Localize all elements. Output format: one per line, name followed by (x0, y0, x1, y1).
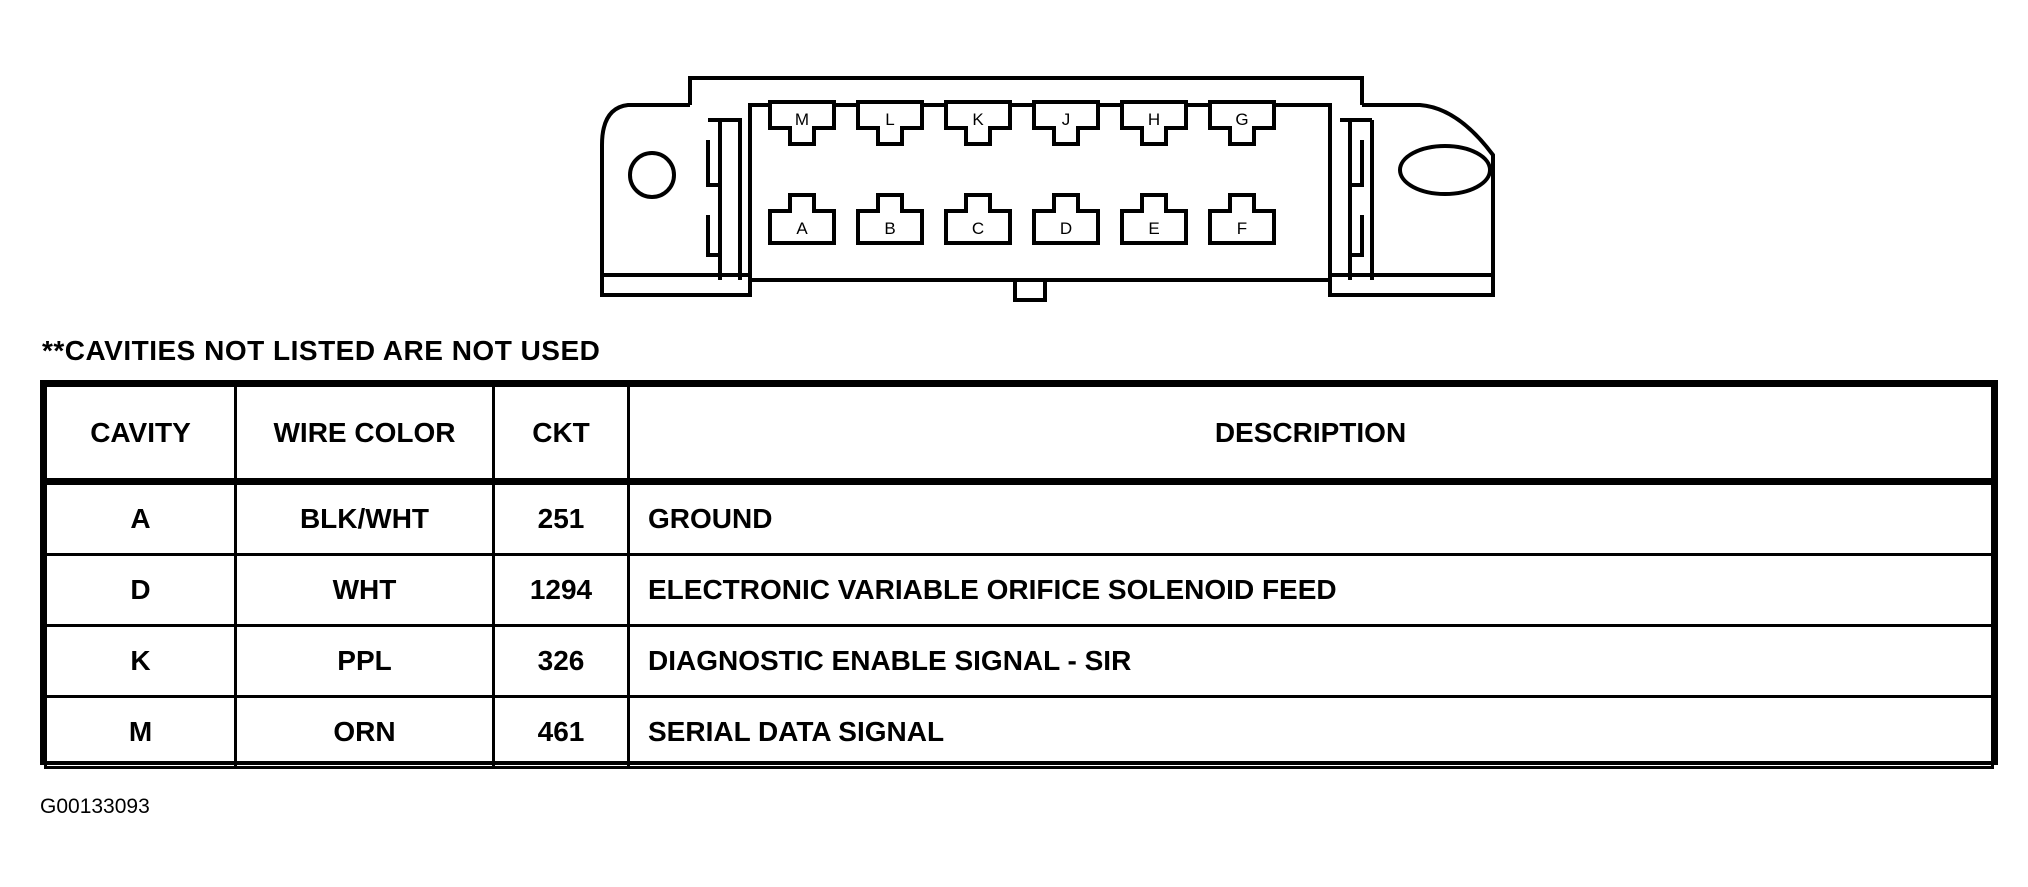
cell-cavity: D (44, 553, 237, 627)
pin-label: F (1237, 219, 1247, 238)
cell-cavity: M (44, 695, 237, 769)
cell-ckt: 326 (492, 624, 630, 698)
cavity-table-frame: CAVITY WIRE COLOR CKT DESCRIPTION A BLK/… (40, 380, 1998, 769)
pin-cavity (1208, 100, 1276, 146)
pin-label: M (795, 110, 809, 129)
pin-label: G (1235, 110, 1248, 129)
unused-cavities-note: **CAVITIES NOT LISTED ARE NOT USED (42, 335, 601, 366)
pin-cavity (1120, 193, 1188, 245)
connector-top-tab (688, 76, 1364, 105)
pin-cavity (1208, 193, 1276, 245)
cavity-table: CAVITY WIRE COLOR CKT DESCRIPTION A BLK/… (44, 384, 1994, 769)
pin-label: D (1060, 219, 1072, 238)
pin-cavity (944, 193, 1012, 245)
header-description: DESCRIPTION (627, 384, 1994, 485)
cell-description: GROUND (627, 480, 1994, 556)
cell-wire-color: ORN (234, 695, 495, 769)
header-wire-color: WIRE COLOR (234, 384, 495, 485)
right-mount-slot (1398, 144, 1492, 196)
cell-wire-color: WHT (234, 553, 495, 627)
cell-description: SERIAL DATA SIGNAL (627, 695, 1994, 769)
pin-label: B (884, 219, 895, 238)
header-cavity: CAVITY (44, 384, 237, 485)
cell-ckt: 1294 (492, 553, 630, 627)
table-row: K PPL 326 DIAGNOSTIC ENABLE SIGNAL - SIR (44, 624, 1994, 698)
pin-label: L (885, 110, 894, 129)
left-mount-hole (628, 151, 676, 199)
connector-face-diagram: M L K J H G A B C D E F (600, 76, 1495, 302)
right-side-rail (1340, 118, 1374, 280)
cell-wire-color: BLK/WHT (234, 480, 495, 556)
connector-housing-outline (600, 103, 1495, 297)
pin-label: E (1148, 219, 1159, 238)
connector-key (1013, 280, 1047, 302)
cell-ckt: 251 (492, 480, 630, 556)
pin-cavity (1032, 100, 1100, 146)
pin-label: H (1148, 110, 1160, 129)
pin-cavity (944, 100, 1012, 146)
pin-cavity (768, 193, 836, 245)
table-row: A BLK/WHT 251 GROUND (44, 480, 1994, 556)
table-header-row: CAVITY WIRE COLOR CKT DESCRIPTION (44, 384, 1994, 485)
table-row: M ORN 461 SERIAL DATA SIGNAL (44, 695, 1994, 769)
cell-cavity: K (44, 624, 237, 698)
pin-label: K (972, 110, 984, 129)
left-side-rail (706, 118, 742, 280)
pin-label: J (1062, 110, 1071, 129)
pin-cavity (768, 100, 836, 146)
pin-cavity (1032, 193, 1100, 245)
pin-label: A (796, 219, 808, 238)
pin-label: C (972, 219, 984, 238)
cell-description: ELECTRONIC VARIABLE ORIFICE SOLENOID FEE… (627, 553, 1994, 627)
table-row: D WHT 1294 ELECTRONIC VARIABLE ORIFICE S… (44, 553, 1994, 627)
cell-wire-color: PPL (234, 624, 495, 698)
figure-code: G00133093 (40, 795, 150, 818)
cell-description: DIAGNOSTIC ENABLE SIGNAL - SIR (627, 624, 1994, 698)
header-ckt: CKT (492, 384, 630, 485)
pin-cavity (1120, 100, 1188, 146)
cell-ckt: 461 (492, 695, 630, 769)
cell-cavity: A (44, 480, 237, 556)
pin-cavity (856, 100, 924, 146)
pin-cavity (856, 193, 924, 245)
